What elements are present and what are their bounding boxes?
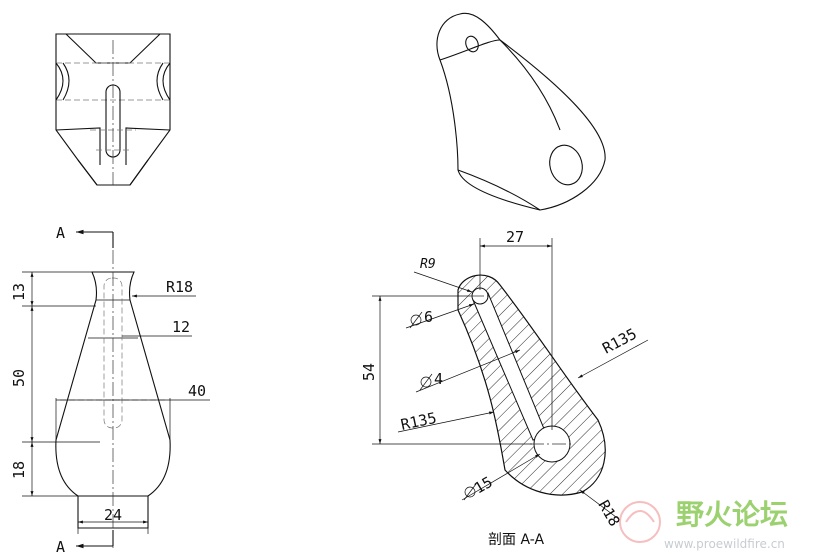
section-caption: 剖面 A-A <box>488 532 544 548</box>
dim-r135-left: R135 <box>399 409 438 434</box>
dim-dia6: 6 <box>424 308 433 326</box>
dim-54: 54 <box>360 363 378 381</box>
watermark-title: 野火论坛 <box>676 498 788 531</box>
section-mark-top: A <box>56 224 65 242</box>
dim-r9: R9 <box>420 257 436 272</box>
dim-40: 40 <box>188 382 206 400</box>
watermark: 野火论坛 www.proewildfire.cn <box>619 498 788 551</box>
dim-50: 50 <box>10 369 28 387</box>
dim-24: 24 <box>104 506 122 524</box>
section-mark-bottom: A <box>56 538 65 556</box>
front-view: A A 13 50 18 R18 12 40 24 <box>10 224 210 556</box>
dim-12: 12 <box>172 318 190 336</box>
section-view: 27 54 R9 6 4 R135 R135 15 R18 <box>360 228 649 548</box>
dim-dia4: 4 <box>434 370 443 388</box>
watermark-url: www.proewildfire.cn <box>664 537 785 551</box>
dim-27: 27 <box>506 228 524 246</box>
dim-18: 18 <box>10 461 28 479</box>
dim-r18-front: R18 <box>166 278 193 296</box>
dim-r135-right: R135 <box>599 325 639 358</box>
top-view <box>55 33 171 186</box>
isometric-view <box>436 12 606 211</box>
dim-13: 13 <box>10 283 28 301</box>
